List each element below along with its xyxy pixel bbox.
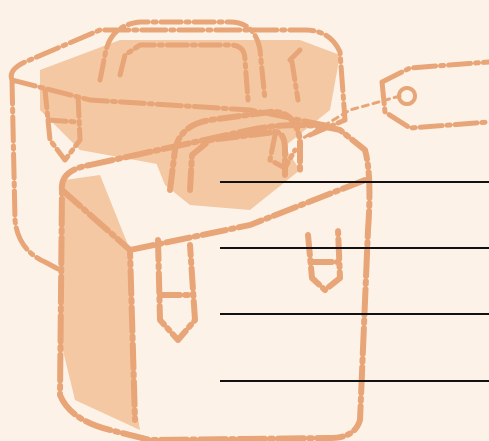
answer-line-3 — [220, 313, 489, 315]
answer-line-4 — [220, 380, 489, 382]
answer-line-1 — [220, 181, 489, 183]
answer-line-2 — [220, 247, 489, 249]
